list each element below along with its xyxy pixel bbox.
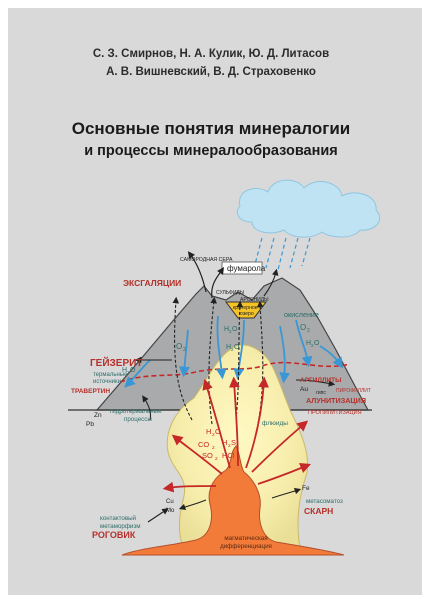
label-exhalations: ЭКСГАЛЯЦИИ — [123, 278, 181, 288]
label-oxidation: окисление — [284, 310, 319, 319]
arrow-exhalation-mountain — [263, 268, 279, 297]
svg-text:2: 2 — [127, 370, 130, 375]
fumarole-arrow — [211, 267, 224, 299]
label-propylitization: ПРОПИЛИТИЗАЦИЯ — [308, 410, 362, 416]
label-argillites: АРГИЛЛИТЫ — [300, 377, 342, 384]
label-zn: Zn — [94, 412, 102, 419]
authors-line-2: А. В. Вишневский, В. Д. Страховенко — [106, 66, 316, 78]
rising-fluid-arrows — [172, 296, 264, 425]
label-thermal-1: термальные — [93, 372, 128, 378]
label-hydrothermal-2: процессы — [124, 416, 152, 423]
svg-text:H: H — [122, 367, 127, 374]
label-thermal-2: источники — [93, 379, 121, 385]
label-mo: Mo — [166, 508, 175, 514]
arrow-to-cu — [178, 499, 207, 511]
svg-text:2: 2 — [311, 343, 314, 348]
svg-text:O: O — [234, 344, 240, 351]
label-hydrothermal-1: гидротермальные — [110, 408, 162, 415]
svg-text:2: 2 — [212, 432, 215, 438]
svg-text:H: H — [226, 344, 231, 351]
authors-block: С. З. Смирнов, Н. А. Кулик, Ю. Д. Литасо… — [0, 45, 422, 81]
svg-text:O: O — [314, 340, 320, 347]
svg-text:H: H — [306, 340, 311, 347]
svg-text:2: 2 — [212, 445, 215, 451]
magma-body — [121, 445, 345, 556]
svg-text:H: H — [206, 427, 211, 436]
crater-lake — [225, 301, 267, 319]
svg-text:2: 2 — [228, 443, 231, 449]
label-alunitization: АЛУНИТИЗАЦИЯ — [306, 396, 366, 405]
label-pb: Pb — [86, 421, 94, 428]
svg-text:2: 2 — [215, 456, 218, 462]
label-skarn: СКАРН — [304, 506, 333, 516]
arrow-to-argillites — [295, 379, 336, 387]
label-metasomatosis: метасоматоз — [306, 498, 343, 505]
svg-text:O: O — [215, 427, 221, 436]
title-line-1: Основные понятия минералогии — [71, 119, 351, 138]
svg-text:2: 2 — [231, 347, 234, 352]
svg-text:2: 2 — [307, 328, 310, 334]
label-cu: Cu — [166, 499, 174, 505]
cloud-shape — [236, 179, 381, 238]
label-pyrophyllite: ПИРОФИЛЛИТ — [336, 388, 371, 394]
authors-line-1: С. З. Смирнов, Н. А. Кулик, Ю. Д. Литасо… — [92, 48, 330, 60]
label-au: Au — [300, 386, 308, 393]
label-contact-2: метаморфизм — [100, 523, 140, 530]
svg-text:O: O — [130, 367, 136, 374]
arrow-from-hornfels — [147, 508, 169, 523]
rain-lines — [253, 237, 311, 271]
svg-text:O: O — [300, 323, 306, 332]
label-hornfels: РОГОВИК — [92, 530, 136, 540]
label-magmatic-1: магматическая — [224, 535, 267, 542]
svg-text:O: O — [232, 326, 238, 333]
svg-text:S: S — [231, 438, 236, 447]
exhalation-arrow — [187, 251, 207, 293]
label-contact-1: контактовый — [100, 515, 137, 522]
svg-text:2: 2 — [183, 347, 186, 353]
label-gypsum: гипс — [316, 390, 326, 396]
label-native-sulfur: САМОРОДНАЯ СЕРА — [180, 257, 233, 263]
title-line-2: и процессы минералообразования — [84, 143, 338, 159]
label-geyserite: ГЕЙЗЕРИТ — [90, 356, 142, 369]
svg-text:SO: SO — [202, 451, 213, 460]
label-travertine: ТРАВЕРТИН — [71, 388, 110, 395]
label-sulfides: СУЛЬФИДЫ — [216, 290, 245, 296]
label-fluids: флюиды — [262, 420, 288, 427]
label-fumarole: фумарола — [227, 264, 266, 273]
svg-text:2: 2 — [229, 329, 232, 334]
label-arsenides: АРСЕНИДЫ — [240, 297, 269, 303]
label-crater-lake-2: озеро — [240, 311, 254, 317]
label-fe: Fe — [302, 485, 310, 492]
magmatic-gas-arrows — [162, 376, 312, 493]
label-crater-lake-1: кратерное — [233, 305, 258, 311]
svg-text:H: H — [222, 438, 227, 447]
svg-text:O: O — [176, 342, 182, 351]
book-title: Основные понятия минералогии и процессы … — [0, 118, 422, 162]
label-magmatic-2: дифференциация — [220, 543, 272, 550]
arrow-to-fe — [271, 487, 302, 499]
svg-text:CO: CO — [198, 440, 209, 449]
arrow-to-pb-zn — [142, 395, 152, 421]
svg-text:H: H — [224, 326, 229, 333]
label-gas-hcl: HCl — [222, 451, 235, 460]
